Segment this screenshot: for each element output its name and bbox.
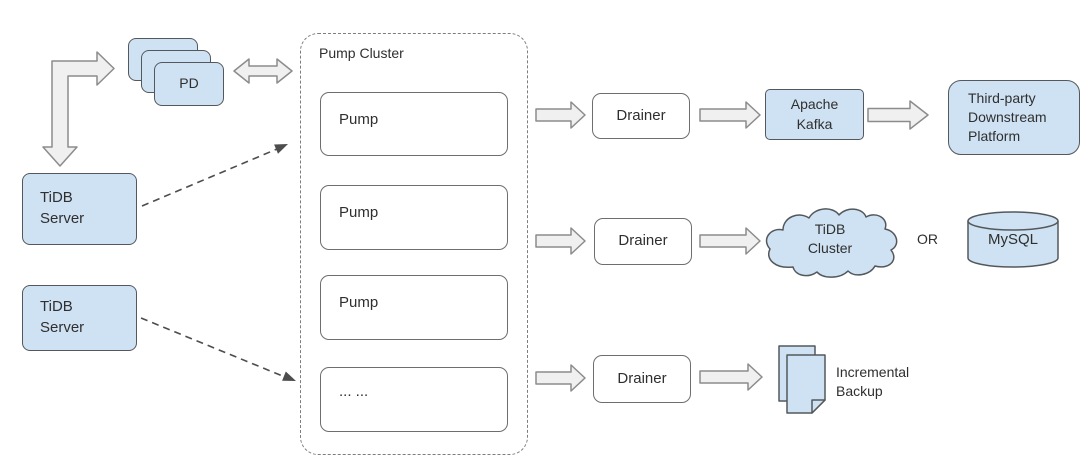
tidb-pd-elbow-arrow-icon [42,51,115,167]
pump-drainer3-arrow-icon [535,364,586,392]
tidb-server-top-node: TiDB Server [22,173,137,245]
kafka-thirdparty-arrow-icon [867,100,929,130]
pump-2-label: Pump [339,204,379,221]
pump-drainer2-arrow-icon [535,227,586,255]
pump-more-label: ... ... [339,383,369,400]
pump-cluster-container [300,33,528,455]
or-label: OR [917,231,938,247]
tidb-cluster-label: TiDB Cluster [807,220,853,256]
drainer-node-1: Drainer [592,93,690,139]
drainer-1-label: Drainer [616,106,666,124]
incremental-backup-docs-icon [778,345,826,414]
drainer-node-3: Drainer [593,355,691,403]
incremental-backup-label: Incremental Backup [836,364,910,400]
pd-label: PD [179,75,199,92]
apache-kafka-label: Apache Kafka [790,96,839,132]
pump-1-label: Pump [339,111,379,128]
third-party-platform-label: Third-party Downstream Platform [968,89,1047,145]
tidb1-pump-dashed-arrow [141,144,288,207]
third-party-platform-node: Third-party Downstream Platform [948,80,1080,155]
pump-3-label: Pump [339,294,379,311]
tidb-server-bottom-node: TiDB Server [22,285,137,351]
drainer-3-label: Drainer [617,369,667,387]
pump-node-1: Pump [320,92,508,156]
mysql-cylinder-icon [967,211,1059,268]
pump-node-more: ... ... [320,367,508,432]
mysql-label: MySQL [987,230,1038,248]
tidb-server-bottom-label: TiDB Server [40,298,85,336]
apache-kafka-node: Apache Kafka [765,89,864,140]
pump-drainer1-arrow-icon [535,101,586,129]
drainer1-kafka-arrow-icon [699,101,761,129]
pump-node-3: Pump [320,275,508,340]
drainer-node-2: Drainer [594,218,692,265]
tidb2-pump-dashed-arrow [140,317,296,381]
drainer2-cluster-arrow-icon [699,227,761,255]
pd-pump-double-arrow-icon [233,58,293,84]
drainer-2-label: Drainer [618,232,668,250]
tidb-cluster-cloud-icon [765,208,898,278]
drainer3-backup-arrow-icon [699,363,763,391]
pump-cluster-title: Pump Cluster [319,45,404,61]
tidb-server-top-label: TiDB Server [40,189,85,227]
pd-node: PD [154,62,224,106]
pump-node-2: Pump [320,185,508,250]
